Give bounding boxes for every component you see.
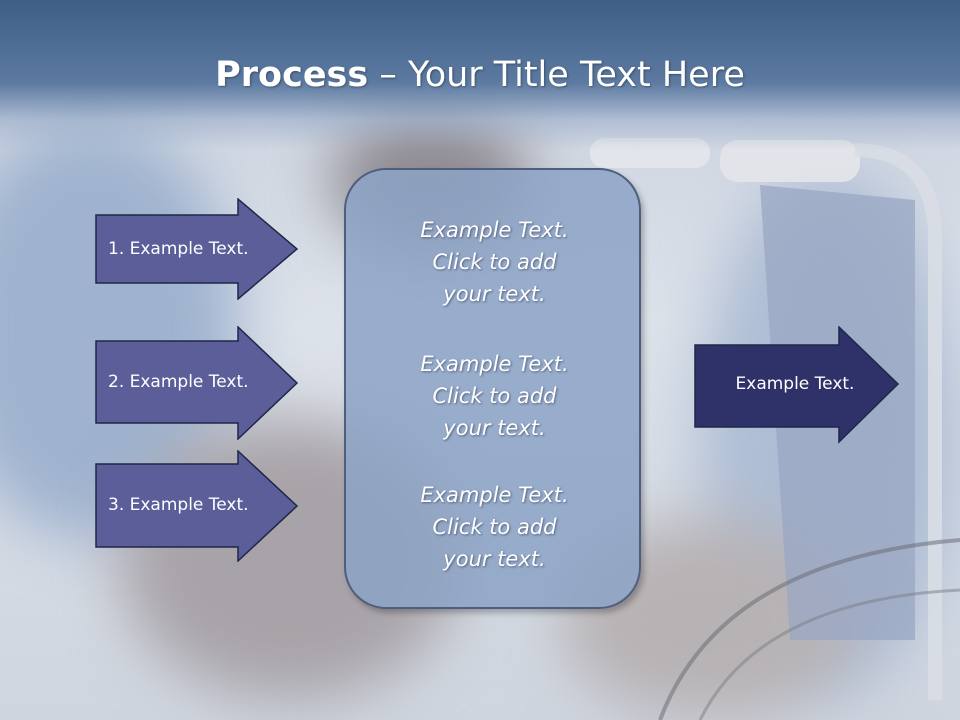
panel-text-line: your text. <box>443 416 546 440</box>
panel-text-line: your text. <box>443 547 546 571</box>
panel-text-block-3: Example Text. Click to add your text. <box>346 479 643 575</box>
title-bold: Process <box>215 55 369 95</box>
input-arrow-2[interactable]: 2. Example Text. <box>95 326 299 440</box>
header-band <box>0 0 960 150</box>
output-arrow-label: Example Text. <box>735 374 855 394</box>
panel-text-block-2: Example Text. Click to add your text. <box>346 348 643 444</box>
slide-title[interactable]: Process – Your Title Text Here <box>0 52 960 98</box>
panel-text-line: Example Text. <box>420 352 569 376</box>
panel-text-line: Click to add <box>432 384 557 408</box>
panel-text-line: Click to add <box>432 515 557 539</box>
panel-text-line: Example Text. <box>420 218 569 242</box>
panel-text-line: Click to add <box>432 250 557 274</box>
process-panel[interactable]: Example Text. Click to add your text. Ex… <box>344 168 641 609</box>
arrow-shape <box>694 326 900 444</box>
input-arrow-1[interactable]: 1. Example Text. <box>95 198 299 300</box>
output-arrow[interactable]: Example Text. <box>694 326 900 444</box>
input-arrow-3-label: 3. Example Text. <box>108 495 249 515</box>
arrow-shape <box>95 326 299 440</box>
panel-text-line: your text. <box>443 282 546 306</box>
arrow-shape <box>95 198 299 300</box>
panel-text-line: Example Text. <box>420 483 569 507</box>
title-rest: – Your Title Text Here <box>368 55 745 95</box>
input-arrow-2-label: 2. Example Text. <box>108 372 249 392</box>
panel-text-block-1: Example Text. Click to add your text. <box>346 214 643 310</box>
input-arrow-3[interactable]: 3. Example Text. <box>95 450 299 562</box>
arrow-shape <box>95 450 299 562</box>
input-arrow-1-label: 1. Example Text. <box>108 239 249 259</box>
